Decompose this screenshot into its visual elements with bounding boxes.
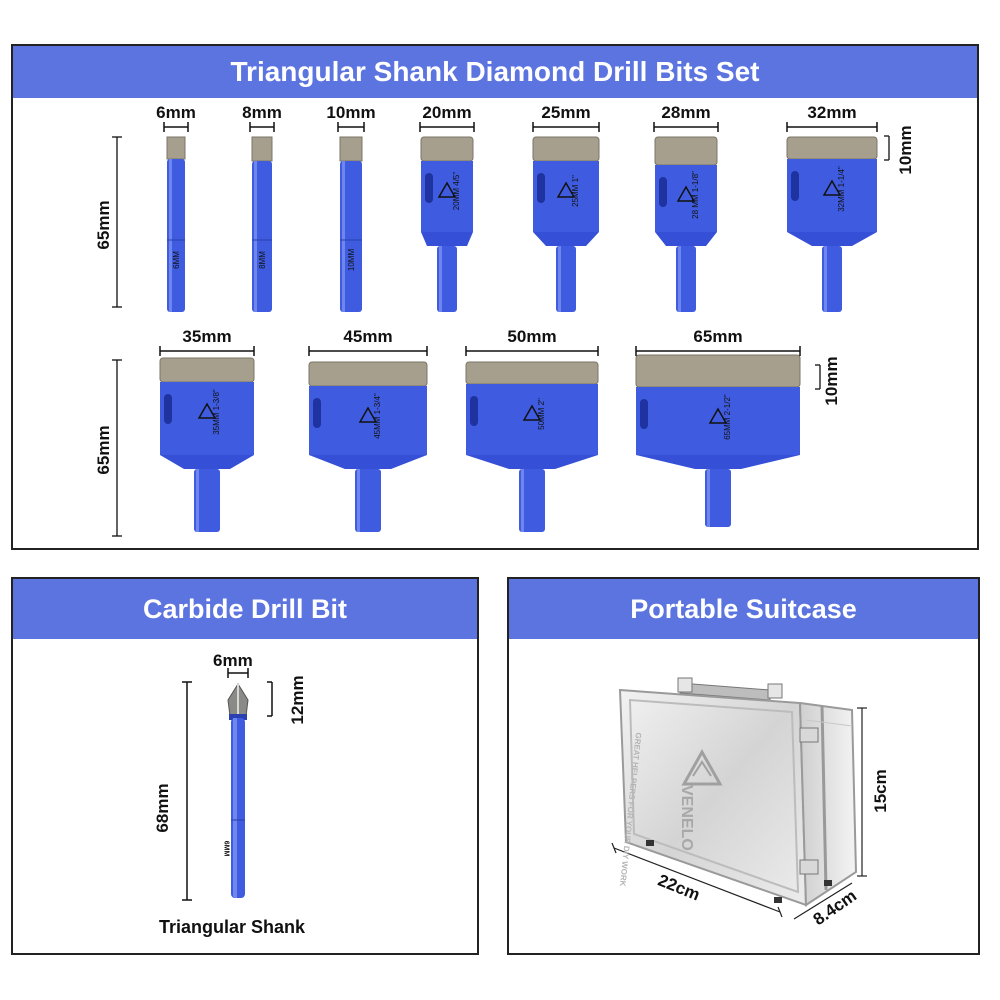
carbide-caption: Triangular Shank [159, 917, 306, 937]
row1-bit-6: 32MM 1-1/4" [786, 136, 878, 312]
row2-size-label-0: 35mm [182, 327, 231, 346]
suitcase-brand: VENELO [678, 785, 695, 851]
row1-bit-6-engraving: 32MM 1-1/4" [837, 166, 846, 212]
row1-size-label-4: 25mm [541, 103, 590, 122]
row1-size-label-2: 10mm [326, 103, 375, 122]
row2-bit-1: 45MM 1-3/4" [308, 361, 428, 532]
diamond-bits-title: Triangular Shank Diamond Drill Bits Set [13, 46, 977, 98]
row2-bit-0: 35MM 1-3/8" [159, 357, 255, 532]
row1-bit-5-engraving: 28 MM 1-1/8" [691, 171, 700, 219]
row2-bit-0-engraving: 35MM 1-3/8" [212, 389, 221, 435]
row2-bit-2-engraving: 50MM 2" [537, 398, 546, 430]
row1-size-label-0: 6mm [156, 103, 196, 122]
carbide-title: Carbide Drill Bit [13, 579, 477, 639]
row1-size-label-3: 20mm [422, 103, 471, 122]
row2-bit-3-engraving: 65MM 2-1/2" [723, 394, 732, 440]
row1-bit-0-engraving: 6MM [172, 251, 181, 269]
row1-bit-4: 25MM 1" [532, 136, 600, 312]
row1-bit-2: 10MM [339, 136, 363, 312]
row2-bit-2: 50MM 2" [465, 361, 599, 532]
row1-size-label-1: 8mm [242, 103, 282, 122]
carbide-width-label: 6mm [213, 651, 253, 670]
row1-size-label-6: 32mm [807, 103, 856, 122]
row1-bit-3-engraving: 20MM 4/5" [452, 172, 461, 211]
row2-size-label-3: 65mm [693, 327, 742, 346]
row2-bit-1-engraving: 45MM 1-3/4" [373, 393, 382, 439]
row2-size-label-2: 50mm [507, 327, 556, 346]
row1-bit-2-engraving: 10MM [347, 249, 356, 272]
row1-bit-0: 6MM [166, 136, 186, 312]
row1-bit-5: 28 MM 1-1/8" [654, 136, 718, 312]
suitcase-title: Portable Suitcase [509, 579, 978, 639]
row2-bit-3: 65MM 2-1/2" [635, 354, 801, 527]
row1-bit-1: 8MM [251, 136, 273, 312]
row1-bit-3: 20MM 4/5" [420, 136, 474, 312]
row1-bit-4-engraving: 25MM 1" [571, 175, 580, 207]
row1-bit-1-engraving: 8MM [258, 251, 267, 269]
row1-size-label-5: 28mm [661, 103, 710, 122]
row2-size-label-1: 45mm [343, 327, 392, 346]
suitcase-height-label: 15cm [871, 769, 890, 813]
